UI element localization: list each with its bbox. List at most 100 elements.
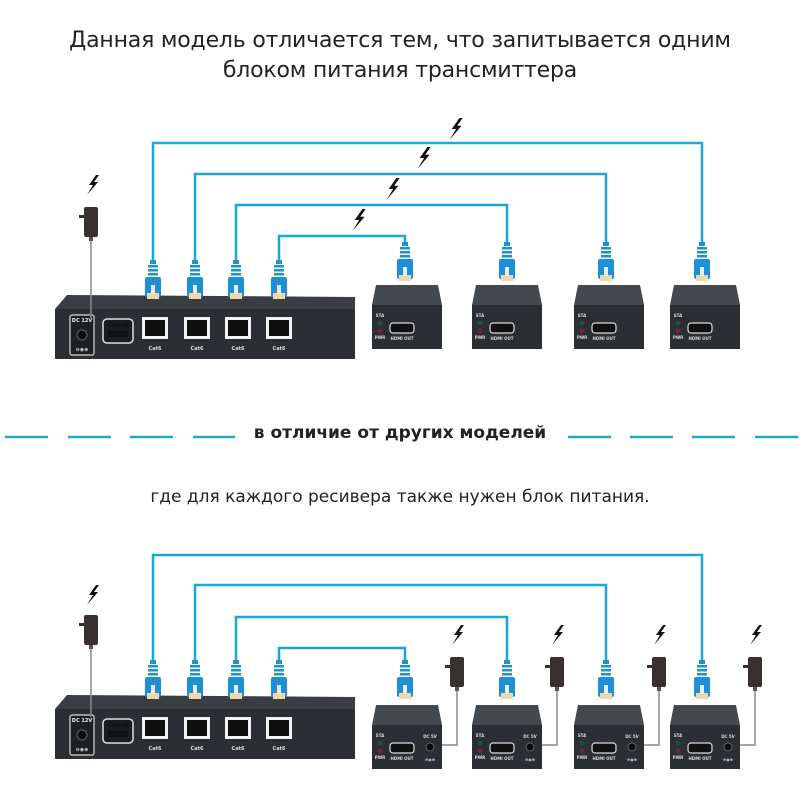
plug-contacts [230,293,242,299]
adapter-prong [743,665,748,668]
dc-jack [723,742,733,752]
plug-latch [234,685,238,694]
receiver-top [670,705,740,725]
rj45-plug-icon [598,242,614,281]
rj45-port [145,320,165,336]
plug-rib [148,673,158,676]
plug-contacts [147,293,159,299]
power-adapter-icon [545,657,564,691]
hdmi-out-port [687,742,713,754]
polarity-symbol: ⊖◉⊕ [627,757,637,762]
page-title: Данная модель отличается тем, что запиты… [0,26,800,86]
lightning-bolt-icon [654,625,666,645]
hdmi-out-port [591,322,617,334]
title-line-2: блоком питания трансмиттера [222,58,578,83]
hdmi-out-label: HDMI OUT [689,336,712,341]
dc-jack [525,742,535,752]
plug-latch [403,267,407,276]
hdmi-out-label: HDMI OUT [391,756,414,761]
sta-label: STA [376,313,385,318]
adapter-cable [644,691,660,746]
pwr-label: PWR [673,755,683,760]
plug-contacts [501,693,513,699]
plug-boot [150,260,156,264]
plug-latch [604,267,608,276]
power-adapter-icon [79,615,98,649]
plug-latch [700,685,704,694]
plug-contacts [230,693,242,699]
plug-contacts [600,275,612,281]
rj45-port [228,720,248,736]
plug-latch [151,285,155,294]
pwr-led [477,748,483,754]
plug-rib [231,665,241,668]
port-label: Cat6 [191,746,204,752]
rj45-port [187,320,207,336]
subtitle: где для каждого ресивера также нужен бло… [150,487,650,507]
plug-rib [148,665,158,668]
plug-boot [699,242,705,246]
pwr-label: PWR [577,335,587,340]
plug-rib [601,669,611,672]
lightning-bolt-icon [87,175,99,195]
plug-rib [697,665,707,668]
rj45-plug-icon [271,660,287,699]
port-label: Cat6 [273,746,286,752]
power-adapter-icon [445,657,464,691]
plug-contacts [501,275,513,281]
dc-5v-label: DC 5V [523,734,537,739]
plug-rib [148,273,158,276]
separator-dashes [5,435,798,439]
port-label: Cat6 [149,746,162,752]
plug-rib [502,247,512,250]
plug-rib [601,665,611,668]
adapter-strain-relief [753,687,757,691]
plug-contacts [696,275,708,281]
pwr-led [675,328,681,334]
plug-rib [190,265,200,268]
plug-rib [601,251,611,254]
plug-rib [148,265,158,268]
plug-boot [402,660,408,664]
plug-rib [274,665,284,668]
title-line-1: Данная модель отличается тем, что запиты… [69,28,731,53]
receiver-top [574,285,644,305]
hdmi-out-port [687,322,713,334]
plug-boot [192,660,198,664]
adapter-body [84,615,98,645]
lightning-bolt-icon [452,625,464,645]
plug-latch [151,685,155,694]
adapter-strain-relief [555,687,559,691]
plug-boot [276,660,282,664]
rj45-port [228,320,248,336]
pwr-led [377,748,383,754]
plug-rib [502,255,512,258]
receiver-top [574,705,644,725]
hdmi-in-label: HDMI IN [108,323,129,329]
pwr-label: PWR [375,755,385,760]
plug-boot [603,242,609,246]
sta-label: STA [674,313,683,318]
adapter-body [84,207,98,237]
port-label: Cat6 [232,746,245,752]
rj45-port [145,720,165,736]
pwr-label: PWR [475,755,485,760]
rj45-port [269,720,289,736]
adapter-strain-relief [455,687,459,691]
plug-boot [504,242,510,246]
rj45-plug-icon [694,660,710,699]
plug-rib [502,669,512,672]
pwr-led [579,748,585,754]
plug-rib [190,665,200,668]
lightning-bolt-icon [417,147,431,169]
plug-latch [505,685,509,694]
port-label: Cat6 [273,346,286,352]
rj45-plug-icon [694,242,710,281]
